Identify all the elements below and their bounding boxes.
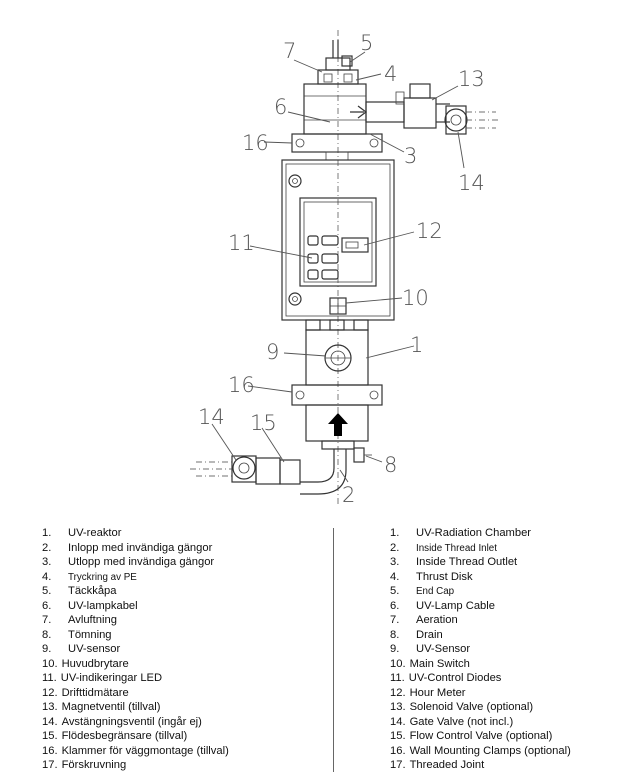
legend-item: 8.Drain [390,628,443,641]
legend-item: 4.Tryckring av PE [42,570,137,583]
callout-14-bottom: 14 [198,405,225,429]
legend-item: 13.Solenoid Valve (optional) [390,701,534,713]
legend-item: 14.Avstängningsventil (ingår ej) [42,715,202,728]
legend-item: 7.Avluftning [42,614,117,626]
lower-chamber [305,329,369,386]
legend-item: 6.UV-lampkabel [42,599,138,612]
legend-item: 11.UV-indikeringar LED [42,672,163,684]
column-divider [333,528,334,772]
legend-item: 16.Wall Mounting Clamps (optional) [390,744,571,757]
legend-item: 17.Threaded Joint [390,759,485,771]
legend-item: 10.Main Switch [390,657,470,670]
legend-item: 8.Tömning [42,628,112,641]
legend-item: 2.Inlopp med invändiga gängor [42,541,213,554]
screw-icon [288,292,302,306]
callout-14-top: 14 [458,171,485,195]
legend-swedish: 1.UV-reaktor 2.Inlopp med invändiga gäng… [42,526,322,773]
legend-item: 9.UV-Sensor [390,643,471,655]
callout-16-top: 16 [242,131,269,155]
inlet-valves [190,455,301,485]
legend-item: 15.Flödesbegränsare (tillval) [42,730,188,742]
legend-item: 12.Hour Meter [390,686,466,699]
callout-6: 6 [274,95,287,119]
callout-13: 13 [458,67,485,91]
callout-3: 3 [404,144,417,168]
legend-item: 3.Inside Thread Outlet [390,556,518,568]
gate-valve-top [444,105,500,135]
legend-item: 10.Huvudbrytare [42,657,129,670]
solenoid-valve [395,83,450,129]
technical-drawing: 7 5 4 6 13 3 14 16 11 12 10 9 1 16 14 15… [190,30,500,507]
callout-9: 9 [266,340,279,364]
legend-item: 2.Inside Thread Inlet [390,541,497,554]
callout-12: 12 [416,219,443,243]
callout-1: 1 [410,333,423,357]
leader-lines [211,51,465,483]
clamp-top [291,133,383,161]
legend-item: 14.Gate Valve (not incl.) [390,715,514,728]
legend-item: 17.Förskruvning [42,759,127,771]
inlet-section [300,404,372,495]
upper-chamber [303,83,405,135]
legend-item: 13.Magnetventil (tillval) [42,701,161,713]
legend-item: 3.Utlopp med invändiga gängor [42,556,215,568]
legend-item: 5.Täckkåpa [42,585,117,597]
legend-item: 6.UV-Lamp Cable [390,599,495,612]
legend-item: 5.End Cap [390,585,455,597]
callout-11: 11 [228,231,255,255]
legend-item: 15.Flow Control Valve (optional) [390,730,553,742]
legend-item: 16.Klammer för väggmontage (tillval) [42,744,229,757]
callout-16-bottom: 16 [228,373,255,397]
legend-item: 9.UV-sensor [42,643,121,655]
callout-4: 4 [384,62,397,86]
callout-8: 8 [384,453,397,477]
callout-10: 10 [402,286,429,310]
legend-item: 4.Thrust Disk [390,570,473,583]
screw-icon [288,174,302,188]
legend-english: 1.UV-Radiation Chamber 2.Inside Thread I… [390,526,620,773]
callout-2: 2 [342,483,355,507]
legend-item: 11.UV-Control Diodes [390,672,502,684]
legend-item: 1.UV-reaktor [42,527,122,539]
control-housing [281,159,395,331]
legend-item: 12.Drifttidmätare [42,686,129,699]
arrow-up-icon [328,413,348,436]
callout-5: 5 [360,31,373,55]
callout-15: 15 [250,411,277,435]
legend-item: 1.UV-Radiation Chamber [390,527,532,539]
legend-item: 7.Aeration [390,614,458,626]
callout-7: 7 [283,39,296,63]
clamp-bottom [291,384,383,406]
